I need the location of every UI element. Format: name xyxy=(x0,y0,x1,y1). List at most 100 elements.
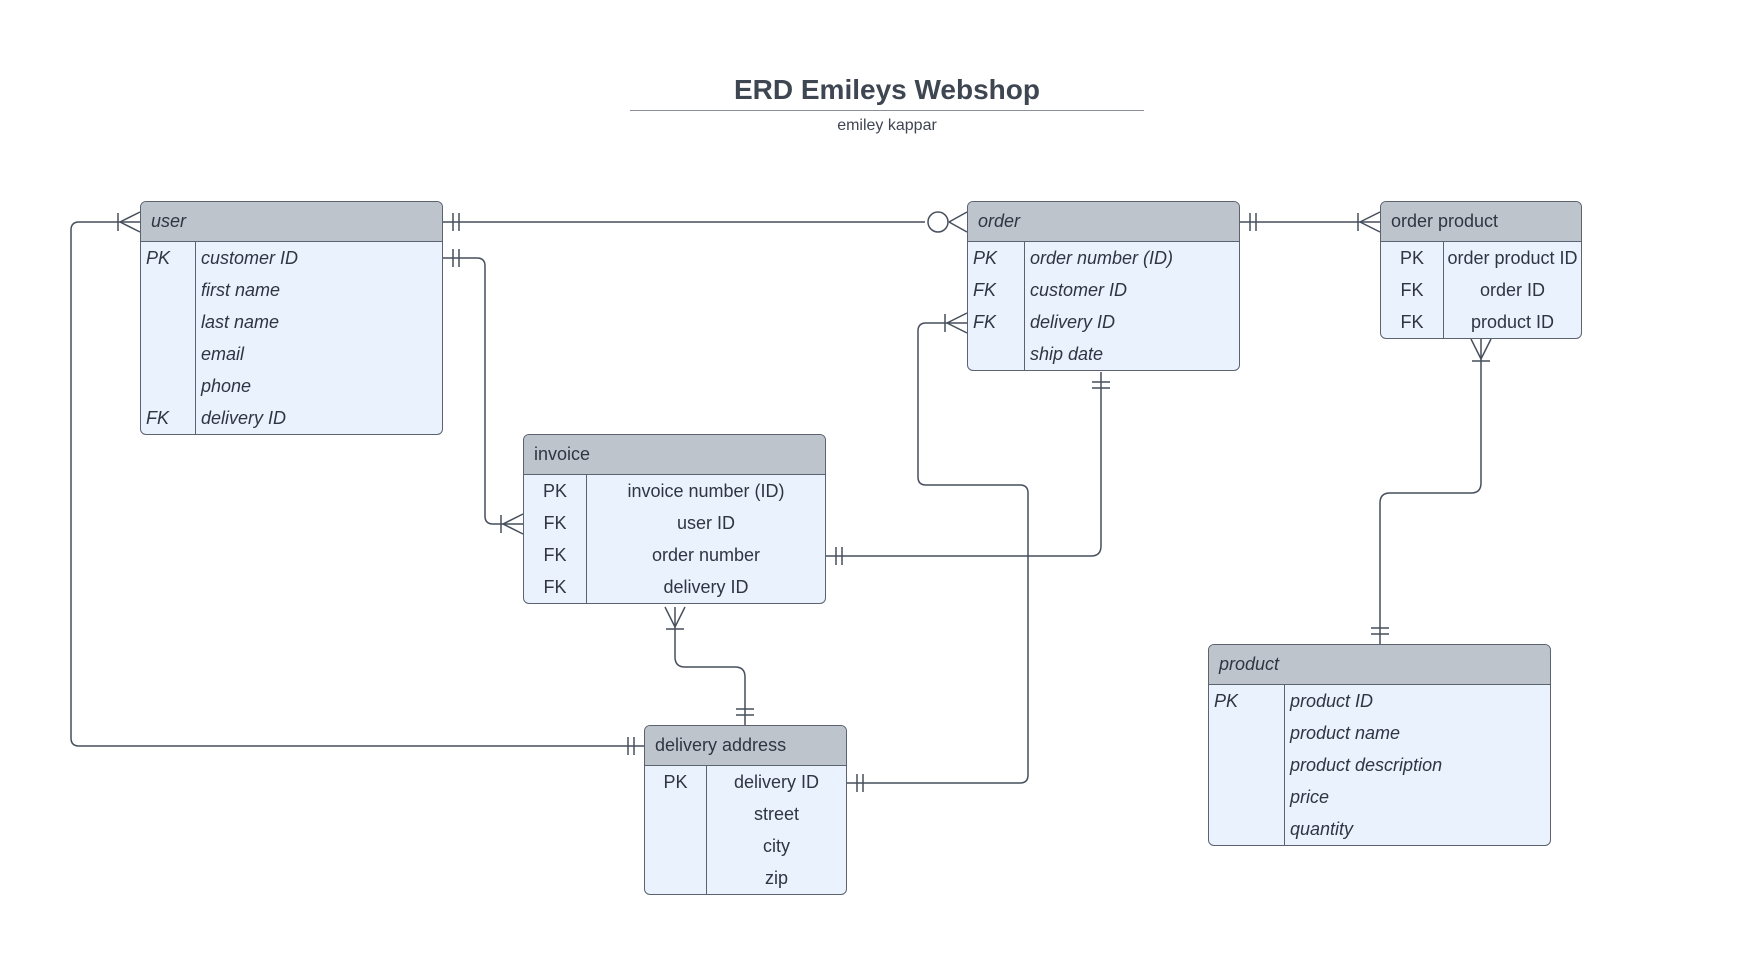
relation-order-invoice xyxy=(826,372,1102,557)
key-marker xyxy=(141,370,195,402)
key-marker: FK xyxy=(146,408,170,428)
key-marker: PK xyxy=(146,248,171,268)
crows-foot-marker xyxy=(664,606,676,628)
attribute-column: order number (ID) customer ID delivery ID s… xyxy=(1025,242,1239,370)
key-marker: FK xyxy=(973,312,997,332)
key-marker: PK xyxy=(663,772,688,792)
key-marker: FK xyxy=(543,513,567,533)
relation-orderproduct-product xyxy=(1379,339,1482,644)
key-marker: PK xyxy=(1214,691,1239,711)
attribute-name: street xyxy=(753,804,800,824)
crows-foot-marker xyxy=(1470,338,1482,360)
relation-user-delivery xyxy=(70,221,644,747)
attribute-name: email xyxy=(201,344,245,364)
crows-foot-marker xyxy=(119,211,141,223)
key-marker xyxy=(141,338,195,370)
relation-invoice-delivery xyxy=(674,607,746,725)
key-marker xyxy=(1209,717,1284,749)
key-marker xyxy=(141,274,195,306)
attribute-column: order product ID order ID product ID xyxy=(1444,242,1581,338)
attribute-name: order ID xyxy=(1479,280,1546,300)
entity-title: invoice xyxy=(524,435,825,475)
key-marker xyxy=(1209,781,1284,813)
key-marker xyxy=(968,338,1024,370)
attribute-column: invoice number (ID) user ID order number de… xyxy=(587,475,825,603)
attribute-name: last name xyxy=(201,312,280,332)
attribute-name: phone xyxy=(201,376,252,396)
crows-foot-marker xyxy=(674,606,686,628)
entity-fields: PK product ID product name product descript… xyxy=(1209,685,1550,845)
attribute-name: user ID xyxy=(676,513,736,533)
zero-optional-marker xyxy=(927,211,949,233)
attribute-name: product name xyxy=(1290,723,1401,743)
entity-title: product xyxy=(1209,645,1550,685)
entity-fields: PK FK FK order product ID order ID product ID xyxy=(1381,242,1581,338)
relation-order-delivery xyxy=(847,322,1029,784)
key-marker: FK xyxy=(1400,312,1424,332)
attribute-name: order product ID xyxy=(1447,248,1578,268)
attribute-name: product description xyxy=(1290,755,1443,775)
key-marker xyxy=(645,862,706,894)
key-column: PK FK FK xyxy=(1381,242,1444,338)
attribute-name: delivery ID xyxy=(663,577,749,597)
title-block: ERD Emileys Webshop emiley kappar xyxy=(630,70,1144,135)
attribute-name: ship date xyxy=(1030,344,1104,364)
attribute-name: order number xyxy=(651,545,761,565)
attribute-name: customer ID xyxy=(201,248,299,268)
diagram-subtitle: emiley kappar xyxy=(837,117,937,134)
attribute-name: order number (ID) xyxy=(1030,248,1174,268)
entity-fields: PK FK FK order number (ID) customer ID delive… xyxy=(968,242,1239,370)
attribute-name: quantity xyxy=(1290,819,1354,839)
crows-foot-marker xyxy=(502,523,524,535)
attribute-name: product ID xyxy=(1470,312,1555,332)
attribute-name: delivery ID xyxy=(733,772,820,792)
key-marker: PK xyxy=(973,248,998,268)
key-marker xyxy=(1209,749,1284,781)
attribute-name: customer ID xyxy=(1030,280,1128,300)
key-column: PK FK xyxy=(141,242,196,434)
crows-foot-marker xyxy=(948,221,968,233)
crows-foot-marker xyxy=(946,322,968,334)
attribute-name: delivery ID xyxy=(1030,312,1116,332)
key-marker: FK xyxy=(973,280,997,300)
attribute-name: zip xyxy=(764,868,788,888)
key-marker: PK xyxy=(542,481,567,501)
title-divider xyxy=(630,110,1144,111)
key-marker: FK xyxy=(543,545,567,565)
attribute-name: product ID xyxy=(1290,691,1374,711)
key-column: PK xyxy=(1209,685,1285,845)
entity-title: order xyxy=(968,202,1239,242)
key-marker xyxy=(645,798,706,830)
key-marker: FK xyxy=(1400,280,1424,300)
entity-title: order product xyxy=(1381,202,1581,242)
crows-foot-marker xyxy=(1480,338,1492,360)
crows-foot-marker xyxy=(946,312,968,324)
key-marker xyxy=(1209,813,1284,845)
key-marker: FK xyxy=(543,577,567,597)
attribute-name: delivery ID xyxy=(201,408,287,428)
entity-fields: PK FK FK FK invoice number (ID) user ID order … xyxy=(524,475,825,603)
entity-title: user xyxy=(141,202,442,242)
attribute-column: product ID product name product descriptio… xyxy=(1285,685,1550,845)
crows-foot-marker xyxy=(502,513,524,525)
relation-user-invoice xyxy=(443,257,523,525)
key-marker xyxy=(141,306,195,338)
crows-foot-marker xyxy=(948,211,968,223)
key-marker xyxy=(645,830,706,862)
key-column: PK FK FK xyxy=(968,242,1025,370)
attribute-name: invoice number (ID) xyxy=(627,481,785,501)
crows-foot-marker xyxy=(1359,221,1381,233)
key-marker: PK xyxy=(1399,248,1424,268)
diagram-title: ERD Emileys Webshop xyxy=(733,74,1040,105)
crows-foot-marker xyxy=(1359,211,1381,223)
